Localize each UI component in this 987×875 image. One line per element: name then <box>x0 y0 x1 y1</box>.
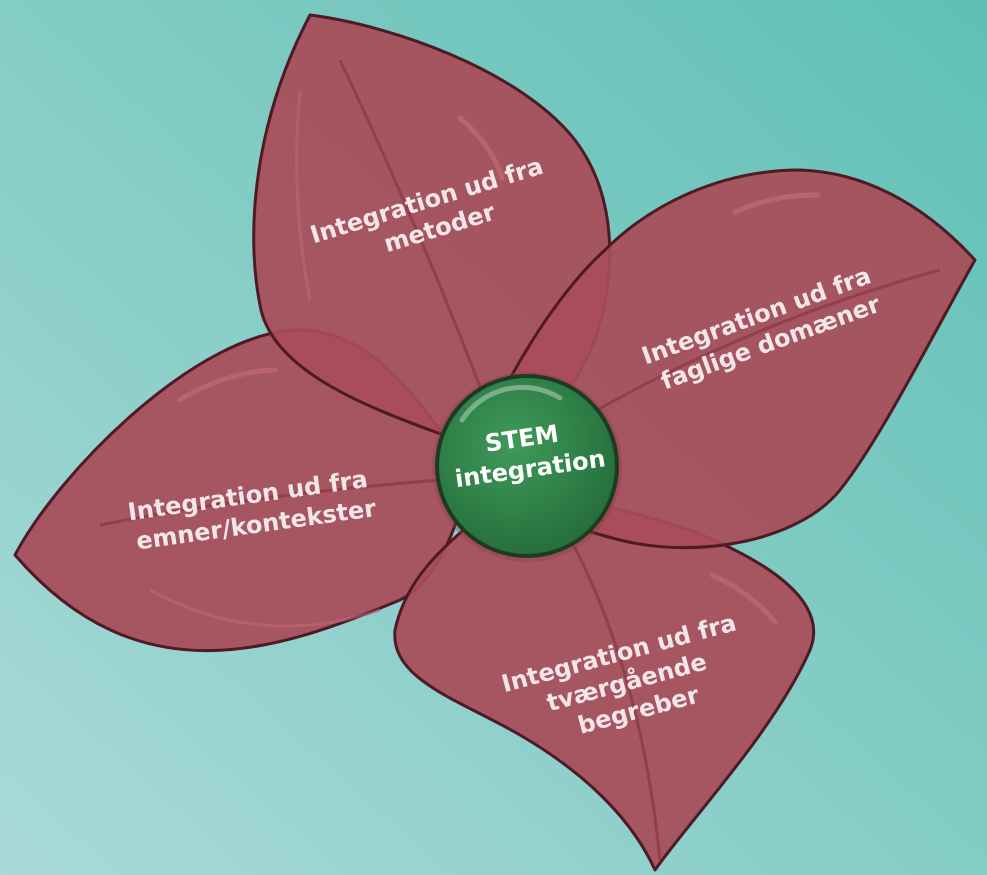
center-highlight <box>459 384 563 423</box>
petal-top <box>252 13 612 462</box>
center-node: STEM integration <box>432 372 622 562</box>
petals <box>13 13 977 872</box>
center-circle <box>435 374 619 558</box>
